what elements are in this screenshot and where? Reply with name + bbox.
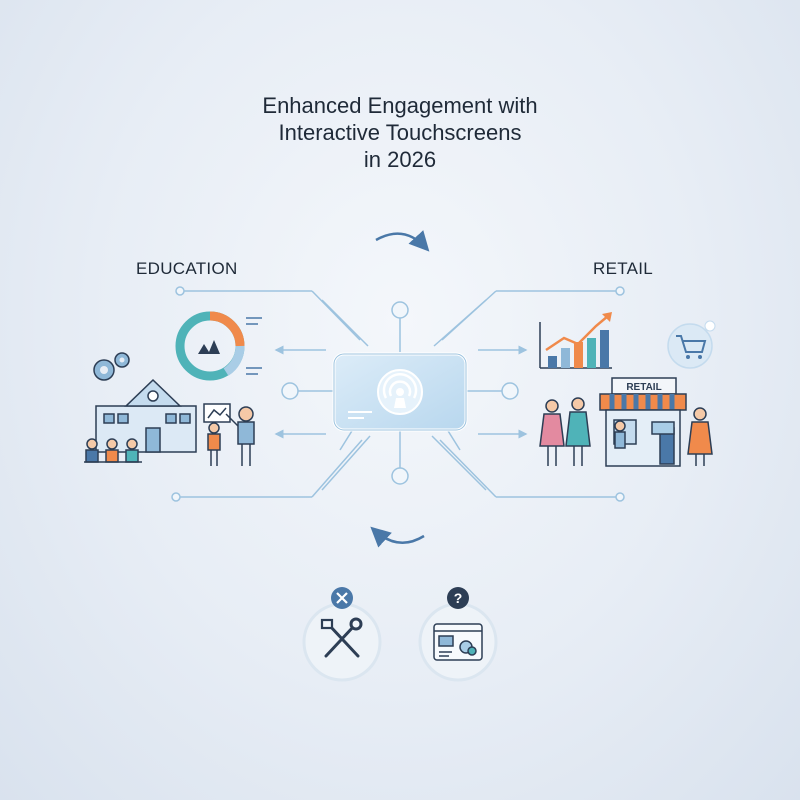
cycle-arrow-bottom <box>370 526 425 548</box>
touchscreen-panel-icon <box>332 352 468 432</box>
education-illustration <box>84 311 262 466</box>
help-interface-node: ? <box>418 587 498 682</box>
education-label: EDUCATION <box>136 259 238 278</box>
dashboard-window-icon <box>433 623 483 661</box>
title-line-3: in 2026 <box>363 147 437 172</box>
title-line-1: Enhanced Engagement with <box>262 93 538 118</box>
question-mark-icon: ? <box>454 590 463 606</box>
retail-label: RETAIL <box>593 259 654 278</box>
title-line-2: Interactive Touchscreens <box>278 120 522 145</box>
growth-bar-chart-icon <box>539 312 612 369</box>
store-sign: RETAIL <box>626 382 661 393</box>
wrench-screwdriver-icon <box>320 617 363 658</box>
retail-illustration: RETAIL <box>539 312 716 467</box>
shoppers <box>539 397 713 466</box>
retail-store <box>599 377 687 467</box>
cycle-arrow-top <box>375 230 430 252</box>
shopping-cart-icon <box>667 320 716 369</box>
gears-icon <box>93 352 130 381</box>
connector-nodes <box>171 286 625 502</box>
tools-support-node <box>302 587 382 682</box>
page-title: Enhanced Engagement with Interactive Tou… <box>0 92 800 173</box>
donut-chart-icon <box>175 311 262 381</box>
connector-lines <box>178 290 618 498</box>
students-and-teacher <box>84 406 255 466</box>
